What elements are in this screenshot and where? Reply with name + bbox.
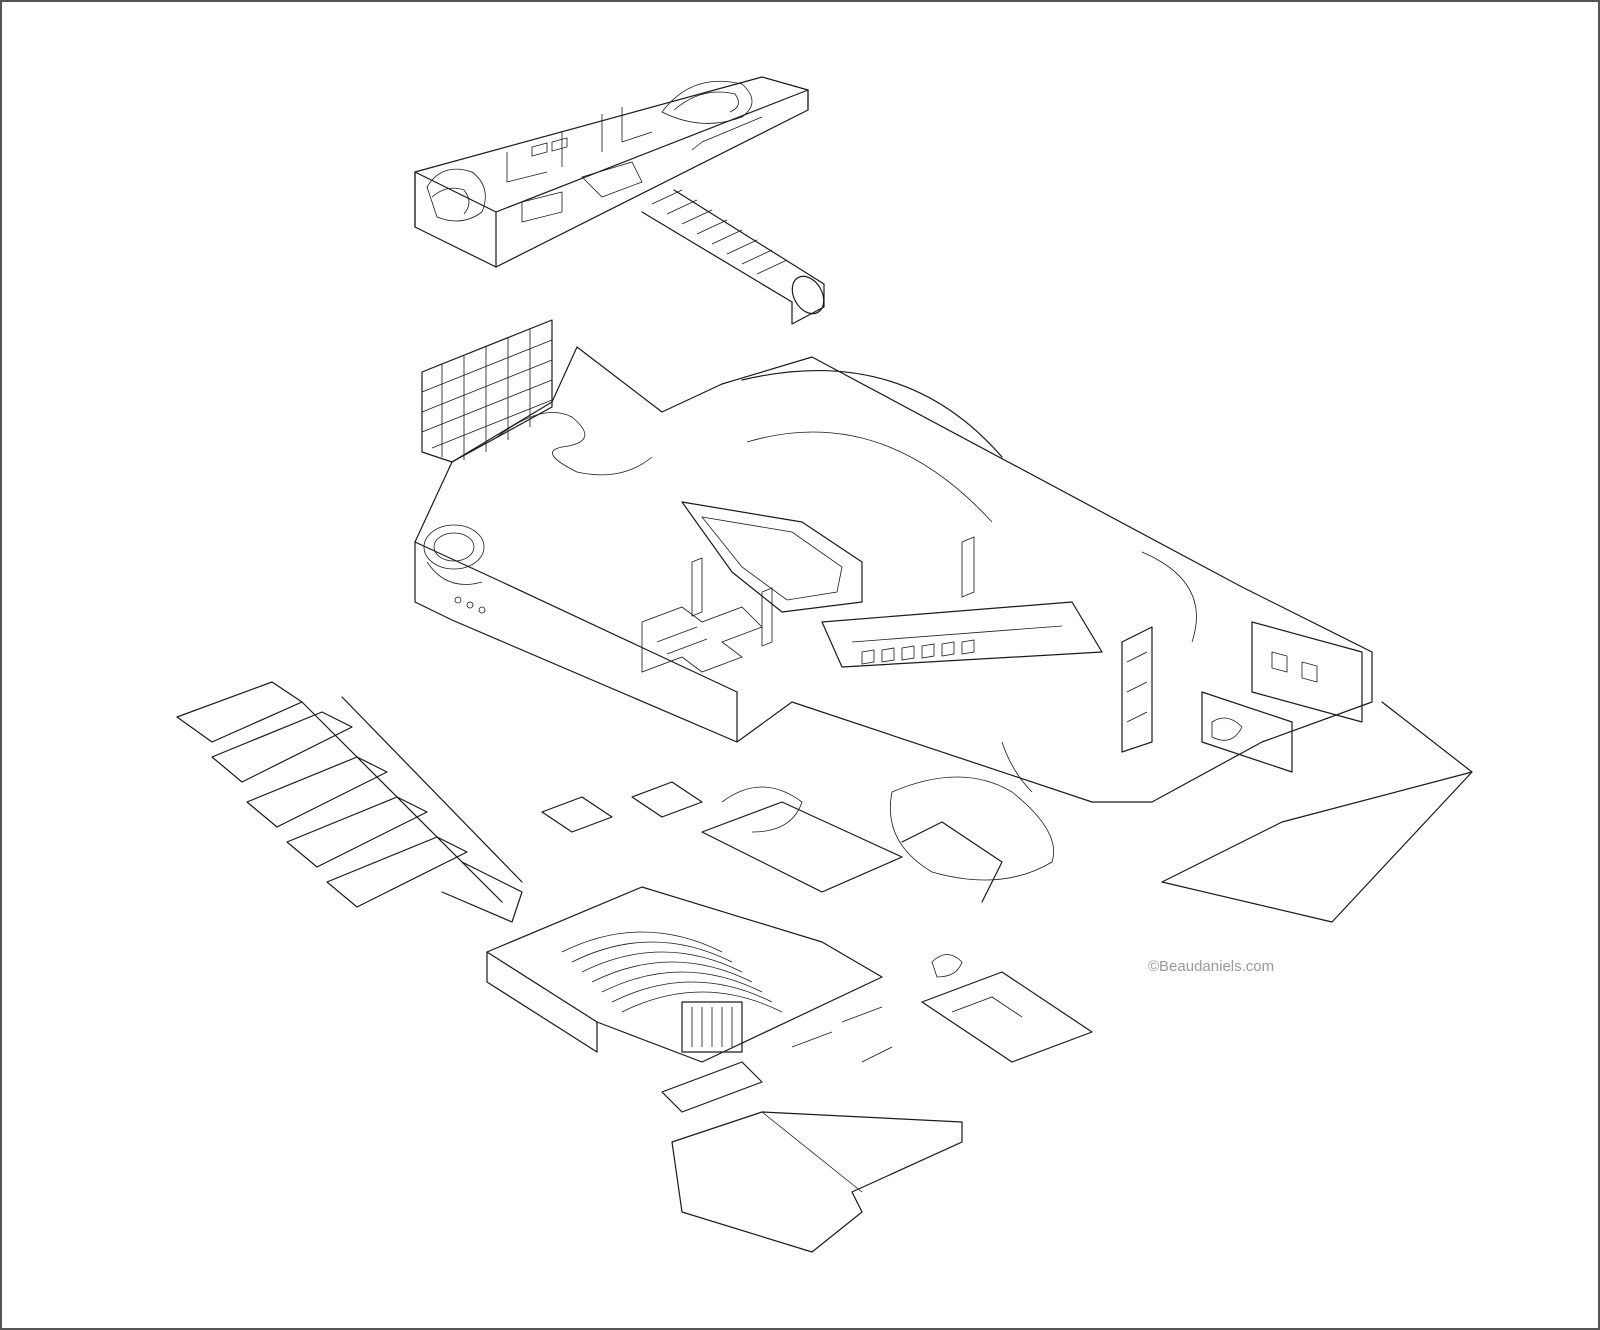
lower-floor-plan: [176, 681, 1473, 1253]
upper-floor-plan: [414, 76, 809, 268]
central-core: [701, 786, 1003, 978]
main-floor-plan: [414, 319, 1373, 881]
watermark-credit: ©Beaudaniels.com: [1148, 958, 1275, 975]
tunnel-connector: [641, 189, 825, 325]
